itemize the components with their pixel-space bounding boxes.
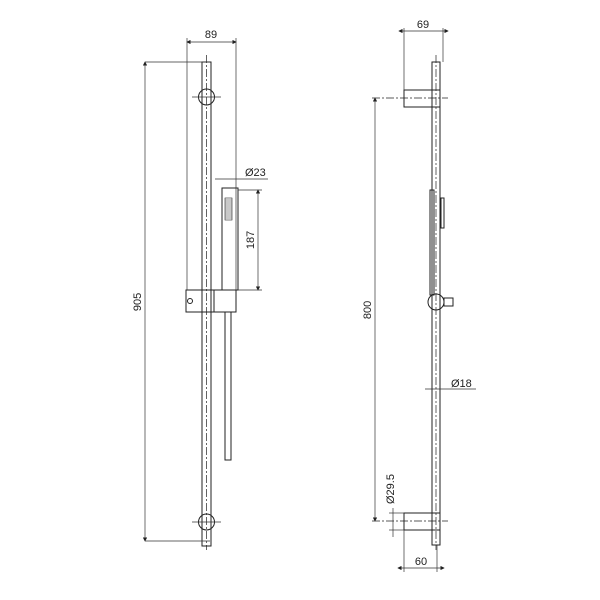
- dim-bracket-diameter-label: Ø29.5: [385, 474, 397, 504]
- slider-block: [185, 289, 237, 313]
- right-view: 69 800 Ø18 Ø29.5 60: [362, 19, 476, 572]
- dim-width-label: 89: [205, 29, 217, 41]
- dim-top-bracket-label: 69: [417, 19, 429, 31]
- dim-handshower-diameter-label: Ø23: [245, 167, 266, 179]
- hand-shower: [221, 187, 239, 291]
- dim-bracket-spacing-label: 800: [362, 301, 374, 319]
- spray-nozzles-icon: [224, 197, 233, 221]
- top-bracket-side: [403, 89, 441, 108]
- dim-handshower-length-label: 187: [245, 231, 257, 249]
- left-view: 89 905 Ø23 187: [132, 29, 268, 550]
- dim-rail-diameter-label: Ø18: [451, 378, 472, 390]
- hose: [224, 311, 232, 461]
- dim-bottom-bracket-label: 60: [415, 556, 427, 568]
- bottom-bracket-side: [403, 512, 441, 531]
- top-bracket: [192, 88, 221, 106]
- bottom-bracket: [192, 513, 221, 531]
- dim-height-label: 905: [132, 293, 144, 311]
